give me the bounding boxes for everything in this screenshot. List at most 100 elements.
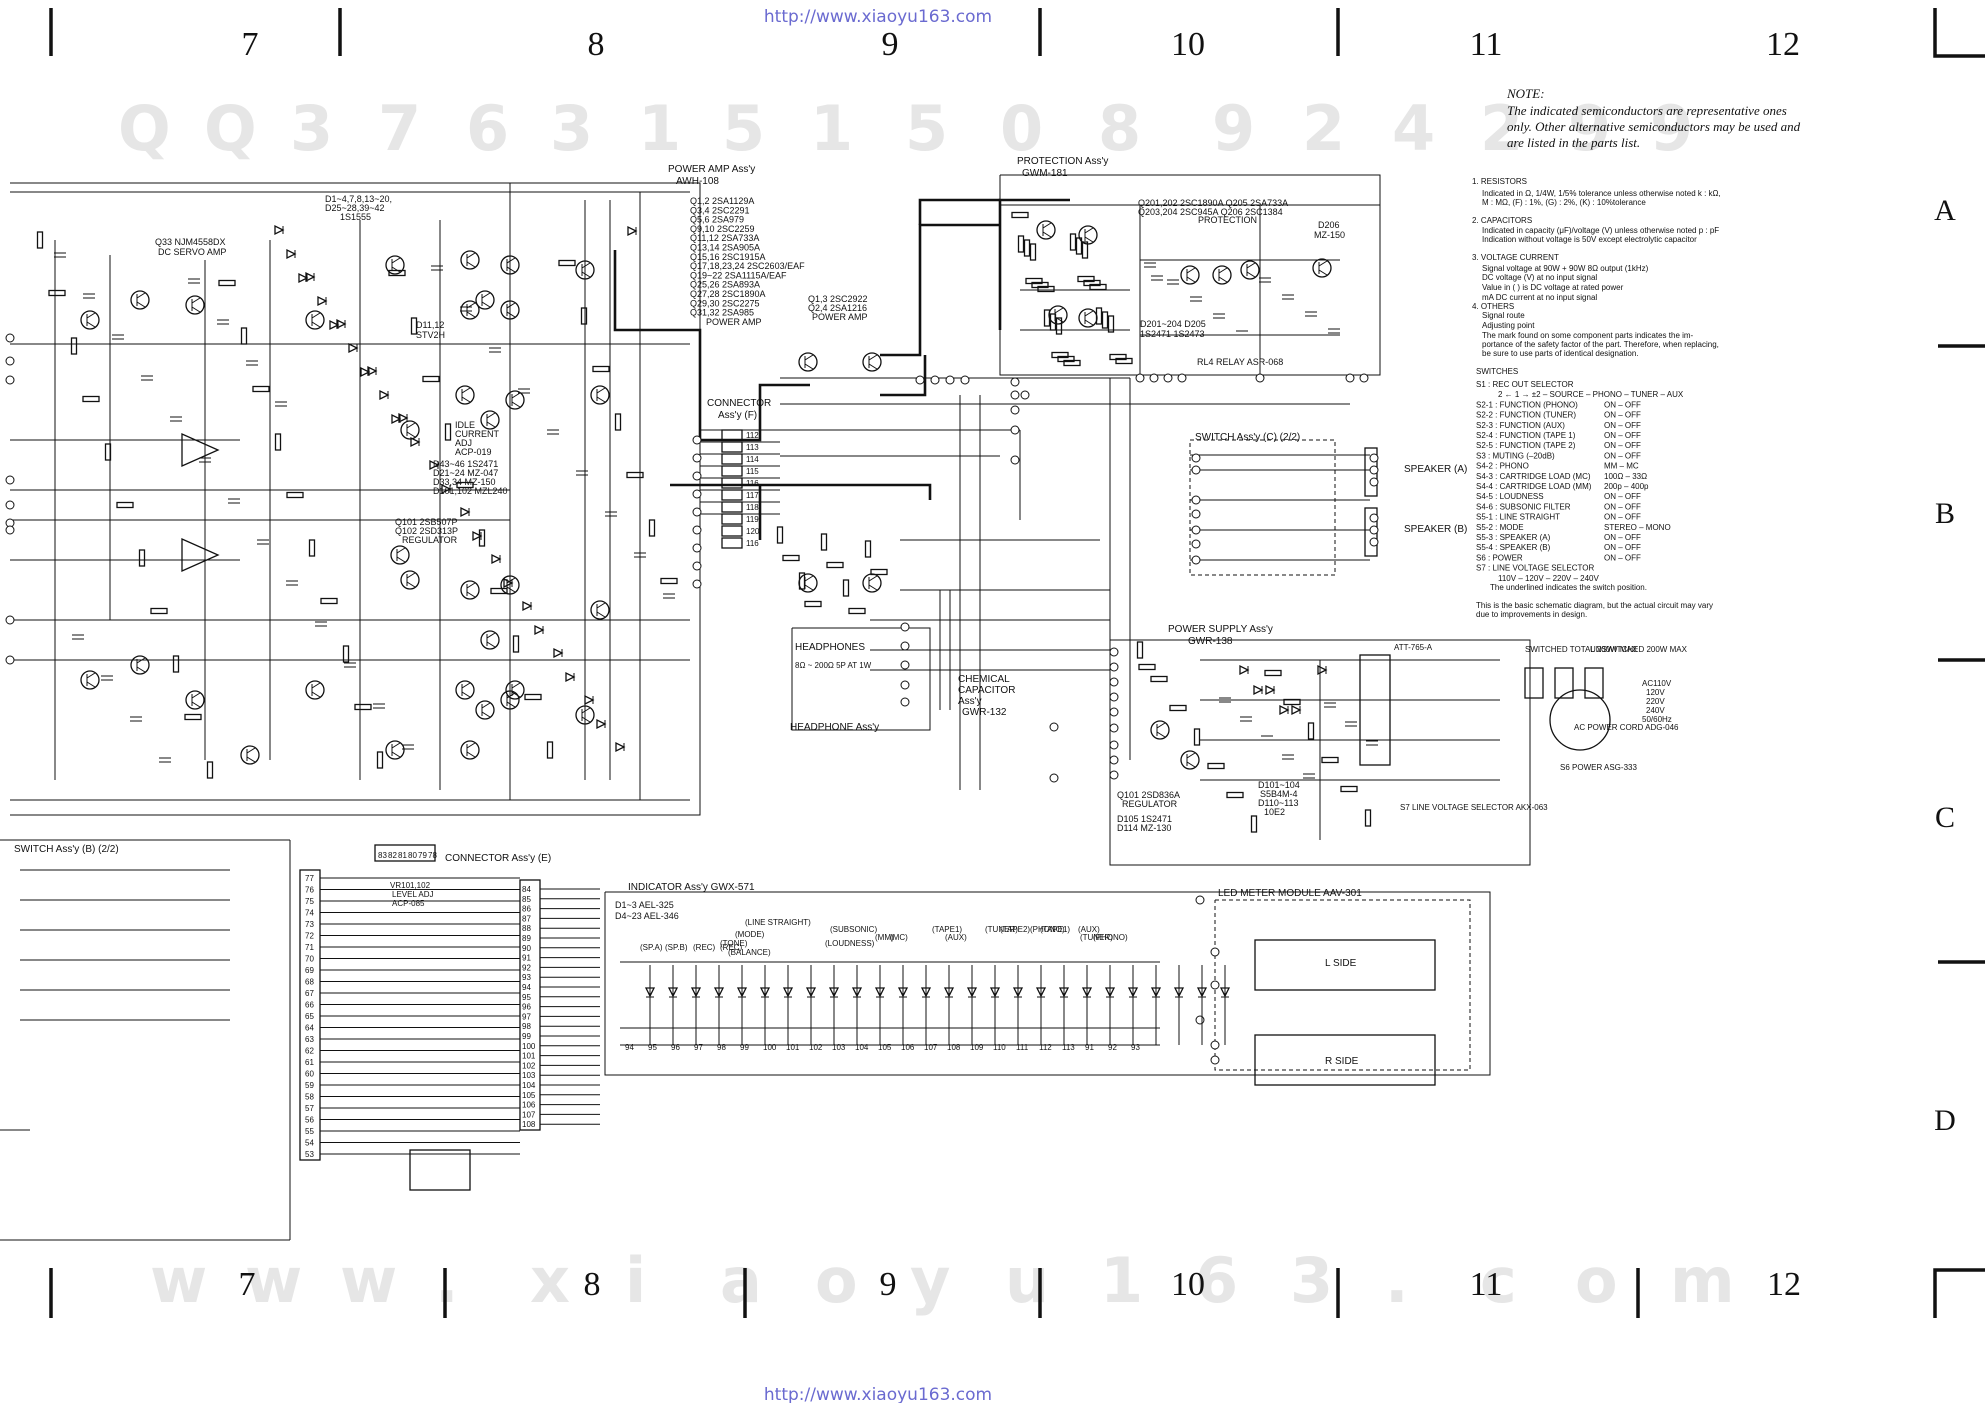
resistor-symbol <box>1307 722 1315 740</box>
connector-f-pin-box <box>721 477 743 489</box>
terminal-node <box>1210 1055 1220 1065</box>
terminal-node <box>1010 425 1020 435</box>
q13-1: Q1,3 2SC2922 <box>808 294 868 304</box>
connector-e-right-pin: 86 <box>522 905 531 914</box>
transistor-spec: Q27,28 2SC1890A <box>690 289 766 299</box>
resistor-symbol <box>274 433 282 451</box>
footer-char: . <box>1385 1244 1409 1317</box>
serial-char: 4 <box>1392 92 1435 165</box>
footer-char: 3 <box>1290 1244 1333 1317</box>
column-label-12: 12 <box>1766 26 1800 63</box>
q13-2: Q2,4 2SA1216 <box>808 303 867 313</box>
prot-q-1: Q201,202 2SC1890A Q205 2SA733A <box>1138 198 1288 208</box>
connector-e-right-pin: 96 <box>522 1003 531 1012</box>
protection-sub: PROTECTION <box>1198 215 1257 225</box>
indicator-pin: 92 <box>1108 1043 1117 1052</box>
indicator-label: (MODE) <box>735 930 765 939</box>
capacitor-symbol <box>1303 773 1315 779</box>
diode-symbol <box>274 224 285 236</box>
capacitor-symbol <box>286 580 298 586</box>
capacitor-symbol <box>1305 311 1317 317</box>
indicator-pin: 107 <box>924 1043 938 1052</box>
resistor-symbol <box>614 413 622 431</box>
idle-4: ACP-019 <box>455 447 492 457</box>
capacitor-symbol <box>257 539 269 545</box>
indicator-label: (TAPE1) <box>1040 925 1070 934</box>
connector-e-left-pin: 58 <box>305 1093 314 1102</box>
terminal-node <box>1109 662 1119 672</box>
d201-1: D201~204 D205 <box>1140 319 1206 329</box>
resistor-symbol <box>842 579 850 597</box>
diode-symbol <box>1239 664 1250 676</box>
connector-e-right-pin: 102 <box>522 1061 536 1070</box>
resistor-symbol <box>1075 237 1083 255</box>
switch-name: S5-1 : LINE STRAIGHT <box>1476 513 1560 522</box>
note-heading: NOTE: <box>1506 86 1545 101</box>
resistor-symbol <box>456 481 474 489</box>
footer-char: w <box>150 1244 207 1317</box>
connector-f-pin-box <box>721 453 743 465</box>
connector-e-left-pin: 66 <box>305 1001 314 1010</box>
power-amp-part: AWH-108 <box>676 176 719 187</box>
legend-line: 2. CAPACITORS <box>1472 216 1532 225</box>
ps-d-3: D110~113 <box>1258 798 1298 808</box>
legend-line: DC voltage (V) at no input signal <box>1482 273 1597 282</box>
column-label-8: 8 <box>584 1266 601 1303</box>
capacitor-symbol <box>1259 277 1271 283</box>
ps-q-1: Q101 2SD836A <box>1117 790 1180 800</box>
connector-f-pin-box <box>721 537 743 549</box>
indicator-led <box>828 965 840 1045</box>
connector-f-pin: 113 <box>746 443 759 452</box>
headphones-spec: 8Ω ~ 200Ω 5P AT 1W <box>795 661 872 670</box>
switch-name: 110V – 120V – 220V – 240V <box>1498 574 1599 583</box>
resistor-symbol <box>826 561 844 569</box>
column-label-12: 12 <box>1767 1266 1801 1303</box>
resistor-symbol <box>1136 641 1144 659</box>
indicator-pin: 110 <box>993 1043 1006 1052</box>
indicator-label: (AUX) <box>1078 925 1100 934</box>
footer-char: x <box>530 1244 570 1317</box>
url-watermark-bottom: http://www.xiaoyu163.com <box>764 1385 992 1403</box>
switch-name: S6 : POWER <box>1476 553 1523 562</box>
indicator-label: (SP.B) <box>665 943 688 952</box>
ac-in-2: 120V <box>1646 688 1665 697</box>
serial-char: 7 <box>378 92 421 165</box>
capacitor-symbol <box>1190 296 1202 302</box>
diode-symbol <box>410 436 421 448</box>
indicator-led <box>874 965 886 1045</box>
legend-line: mA DC current at no input signal <box>1482 293 1597 302</box>
switch-positions: ON – OFF <box>1604 502 1641 511</box>
legend-line: Indication without voltage is 50V except… <box>1482 235 1697 244</box>
connector-e-right-pin: 104 <box>522 1081 536 1090</box>
terminal-node <box>1109 723 1119 733</box>
transistor-symbol <box>1048 305 1068 325</box>
terminal-node <box>1010 455 1020 465</box>
indicator-led <box>759 965 771 1045</box>
diode-symbol <box>286 248 297 260</box>
resistor-symbol <box>308 539 316 557</box>
idle-3: ADJ <box>455 438 472 448</box>
q33-2: DC SERVO AMP <box>158 247 226 257</box>
q33-1: Q33 NJM4558DX <box>155 237 226 247</box>
resistor-symbol <box>1138 663 1156 671</box>
ac-in-3: 220V <box>1646 697 1665 706</box>
row-label-B: B <box>1935 497 1955 530</box>
resistor-symbol <box>1150 675 1168 683</box>
transistor-spec: POWER AMP <box>706 317 762 327</box>
connector-e-right-pin: 84 <box>522 885 531 894</box>
ac-in-4: 240V <box>1646 706 1665 715</box>
indicator-d1: D1~3 AEL-325 <box>615 900 674 910</box>
switch-name: S2-4 : FUNCTION (TAPE 1) <box>1476 431 1576 440</box>
vr101-1: VR101,102 <box>390 881 431 890</box>
chem-cap-1: CHEMICAL <box>958 674 1010 685</box>
ac-cord: AC POWER CORD ADG-046 <box>1574 723 1679 732</box>
switch-positions: ON – OFF <box>1604 431 1641 440</box>
terminal-node <box>1191 509 1201 519</box>
resistor-symbol <box>648 519 656 537</box>
connector-e-right-pin: 97 <box>522 1012 531 1021</box>
connector-e-left-pin: 68 <box>305 978 314 987</box>
legend-line: be sure to use parts of identical design… <box>1482 349 1639 358</box>
column-label-9: 9 <box>882 26 899 63</box>
connector-f-pin-box <box>721 429 743 441</box>
